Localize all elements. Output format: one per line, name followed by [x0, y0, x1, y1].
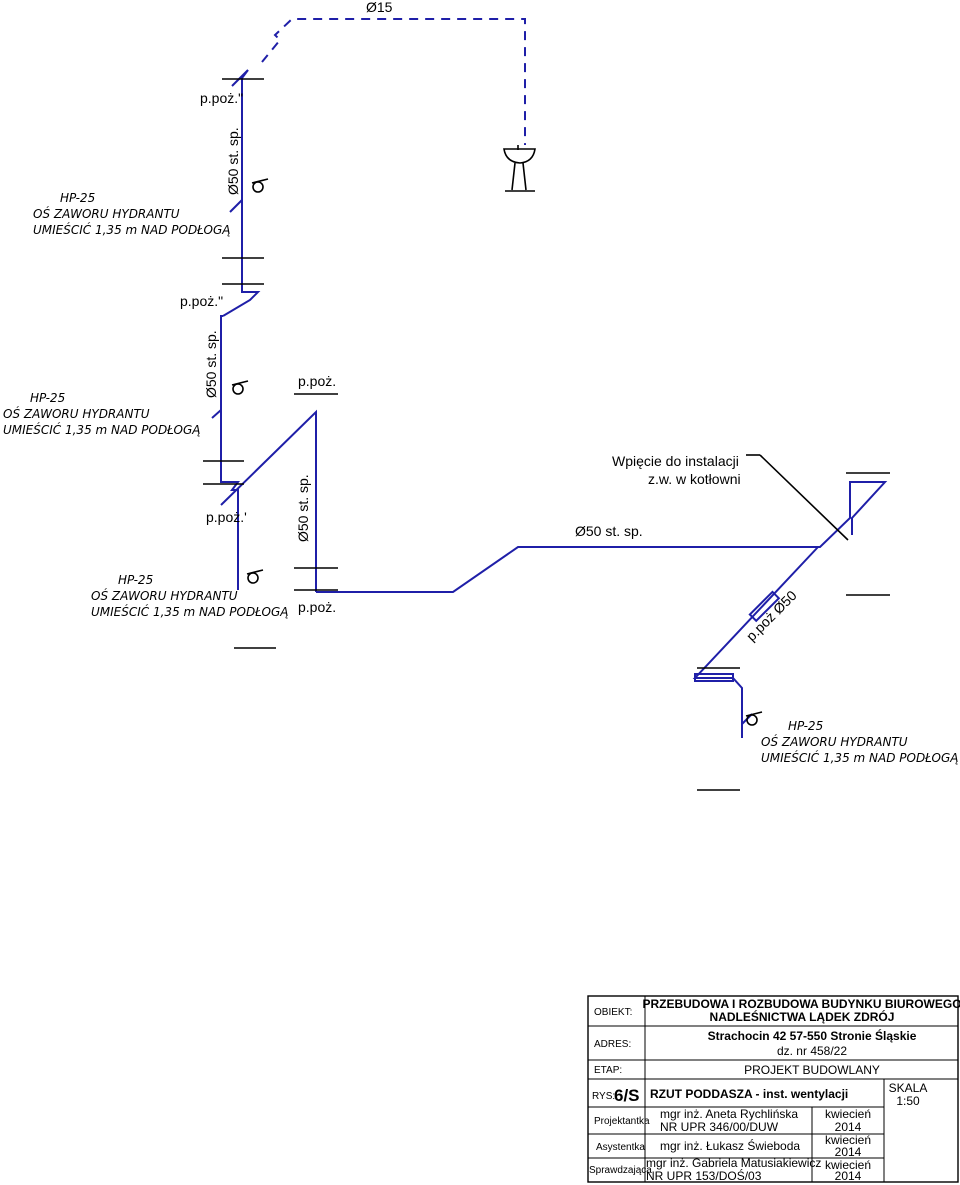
projektantka-label: Projektantka — [594, 1116, 650, 1127]
pipe-network — [211, 18, 888, 738]
hydrant-note: HP-25 OŚ ZAWORU HYDRANTU UMIEŚCIĆ 1,35 m… — [33, 191, 231, 237]
sprawdzajaca-year: 2014 — [835, 1169, 862, 1183]
water-pipe-d15 — [261, 18, 526, 145]
fitting-bottom — [694, 673, 734, 682]
svg-text:HP-25: HP-25 — [30, 391, 65, 405]
fitting-d50 — [748, 590, 781, 623]
svg-text:UMIEŚCIĆ 1,35 m NAD PODŁOGĄ: UMIEŚCIĆ 1,35 m NAD PODŁOGĄ — [761, 750, 959, 765]
asystentka-name: mgr inż. Łukasz Świeboda — [660, 1138, 800, 1153]
sprawdzajaca-month: kwiecień — [825, 1158, 871, 1172]
obiekt-line1: PRZEBUDOWA I ROZBUDOWA BUDYNKU BIUROWEGO — [642, 997, 960, 1011]
floor-marks — [203, 78, 890, 791]
title-block: OBIEKT: PRZEBUDOWA I ROZBUDOWA BUDYNKU B… — [587, 995, 960, 1183]
etap-label: ETAP: — [594, 1065, 622, 1076]
sink-icon — [503, 145, 536, 192]
label-connection-2: z.w. w kotłowni — [648, 471, 741, 487]
valve-icon — [231, 380, 249, 395]
adres-line1: Strachocin 42 57-550 Stronie Śląskie — [708, 1028, 917, 1043]
etap-value: PROJEKT BUDOWLANY — [744, 1063, 880, 1077]
sprawdzajaca-nr: NR UPR 153/DOŚ/03 — [646, 1168, 762, 1183]
projektantka-name: mgr inż. Aneta Rychlińska — [660, 1107, 798, 1121]
svg-text:UMIEŚCIĆ 1,35 m NAD PODŁOGĄ: UMIEŚCIĆ 1,35 m NAD PODŁOGĄ — [91, 604, 289, 619]
projektantka-nr: NR UPR 346/00/DUW — [660, 1120, 779, 1134]
hydrant-note: HP-25 OŚ ZAWORU HYDRANTU UMIEŚCIĆ 1,35 m… — [91, 573, 289, 619]
label-ppoz-dq-top: p.poż." — [200, 90, 243, 106]
hydrant-note: HP-25 OŚ ZAWORU HYDRANTU UMIEŚCIĆ 1,35 m… — [761, 719, 959, 765]
rys-label: RYS: — [592, 1091, 615, 1102]
projektantka-year: 2014 — [835, 1120, 862, 1134]
obiekt-label: OBIEKT: — [594, 1007, 632, 1018]
svg-text:HP-25: HP-25 — [60, 191, 95, 205]
projektantka-month: kwiecień — [825, 1107, 871, 1121]
label-d15: Ø15 — [366, 0, 393, 15]
label-ppoz-dq-mid: p.poż." — [180, 293, 223, 309]
asystentka-label: Asystentka — [596, 1142, 645, 1153]
asystentka-month: kwiecień — [825, 1133, 871, 1147]
label-st50-mid-right: Ø50 st. sp. — [295, 474, 311, 542]
rys-value: 6/S — [614, 1086, 640, 1105]
connection-leader-diagonal — [759, 454, 849, 541]
label-st50-top: Ø50 st. sp. — [225, 127, 241, 195]
obiekt-line2: NADLEŚNICTWA LĄDEK ZDRÓJ — [710, 1009, 895, 1024]
valve-icon — [745, 711, 763, 726]
sprawdzajaca-label: Sprawdzająca — [589, 1165, 652, 1176]
main-pipe — [316, 481, 888, 593]
label-ppoz-bottom: p.poż. — [298, 599, 336, 615]
riser-mid — [220, 315, 240, 590]
svg-text:UMIEŚCIĆ 1,35 m NAD PODŁOGĄ: UMIEŚCIĆ 1,35 m NAD PODŁOGĄ — [3, 422, 201, 437]
valve-icon — [246, 569, 264, 584]
label-ppoz-sq: p.poż.' — [206, 509, 247, 525]
svg-text:HP-25: HP-25 — [118, 573, 153, 587]
riser-mid-valve-stub — [211, 409, 222, 419]
adres-label: ADRES: — [594, 1039, 631, 1050]
svg-text:HP-25: HP-25 — [788, 719, 823, 733]
svg-text:OŚ ZAWORU HYDRANTU: OŚ ZAWORU HYDRANTU — [3, 406, 150, 421]
valve-icon — [251, 178, 269, 193]
label-st50-right: Ø50 st. sp. — [575, 523, 643, 539]
hydrant-note: HP-25 OŚ ZAWORU HYDRANTU UMIEŚCIĆ 1,35 m… — [3, 391, 201, 437]
svg-text:OŚ ZAWORU HYDRANTU: OŚ ZAWORU HYDRANTU — [33, 206, 180, 221]
skala-label: SKALA — [889, 1081, 928, 1095]
adres-line2: dz. nr 458/22 — [777, 1044, 847, 1058]
sprawdzajaca-name: mgr inż. Gabriela Matusiakiewicz — [646, 1156, 821, 1170]
rys-title: RZUT PODDASZA - inst. wentylacji — [650, 1087, 848, 1101]
label-st50-mid-left: Ø50 st. sp. — [203, 330, 219, 398]
svg-text:OŚ ZAWORU HYDRANTU: OŚ ZAWORU HYDRANTU — [761, 734, 908, 749]
riser-top-valve-stub — [229, 199, 243, 213]
label-connection-1: Wpięcie do instalacji — [612, 453, 739, 469]
label-ppoz-mid-right: p.poż. — [298, 373, 336, 389]
branch-d50 — [692, 546, 819, 738]
svg-text:UMIEŚCIĆ 1,35 m NAD PODŁOGĄ: UMIEŚCIĆ 1,35 m NAD PODŁOGĄ — [33, 222, 231, 237]
skala-value: 1:50 — [896, 1094, 920, 1108]
svg-text:OŚ ZAWORU HYDRANTU: OŚ ZAWORU HYDRANTU — [91, 588, 238, 603]
diagonal-link — [220, 409, 317, 592]
riser-top — [222, 69, 261, 317]
asystentka-year: 2014 — [835, 1145, 862, 1159]
